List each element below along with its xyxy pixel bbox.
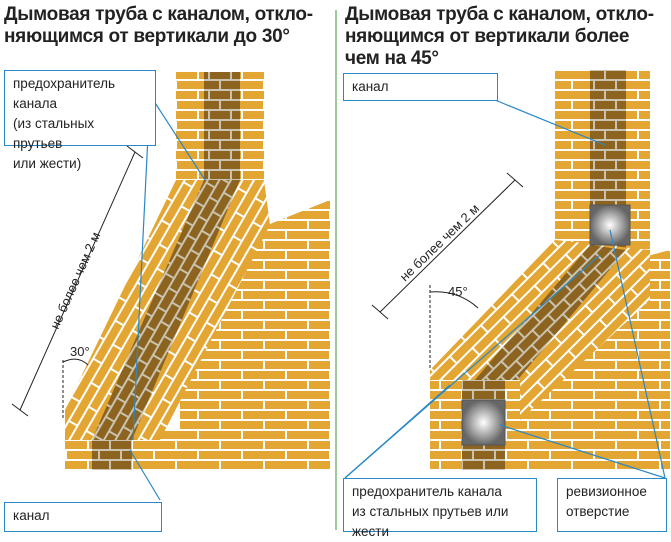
left-channel-label-box: канал [4, 502, 162, 532]
left-slanted-channel [92, 180, 240, 440]
right-title-line: Дымовая труба с каналом, откло- [345, 4, 654, 25]
left-title-line: няющимся от вертикали до 30° [4, 26, 290, 47]
label-text: канал [352, 79, 389, 94]
left-dimension [11, 145, 144, 420]
right-title-line: чем на 45° [345, 48, 439, 69]
revision-label-box: ревизионное отверстие [557, 478, 667, 532]
right-callout-lines [344, 99, 666, 479]
label-line: предохранитель канала [13, 76, 116, 111]
label-line: отверстие [566, 504, 630, 519]
left-upper-channel [204, 72, 240, 182]
left-title: Дымовая труба с каналом, откло- няющимся… [4, 4, 313, 48]
label-line: предохранитель канала [352, 484, 502, 499]
right-channel-label-box: канал [343, 73, 498, 101]
label-line: (из стальных прутьев [13, 116, 95, 151]
right-upper-revision-opening [589, 204, 631, 246]
left-title-line: Дымовая труба с каналом, откло- [4, 4, 313, 25]
right-lower-revision-opening [461, 399, 506, 446]
right-title: Дымовая труба с каналом, откло- няющимся… [345, 4, 654, 70]
right-slanted-channel [462, 245, 626, 395]
left-guard-label-box: предохранитель канала (из стальных пруть… [4, 70, 156, 171]
right-guard-label-box: предохранитель канала из стальных прутье… [343, 478, 537, 539]
left-dimension-label: не более чем 2 м [47, 230, 103, 332]
label-line: ревизионное [566, 484, 647, 499]
right-title-line: няющимся от вертикали более [345, 26, 630, 47]
label-line: или жести) [13, 156, 82, 171]
left-chimney [65, 72, 330, 470]
left-callout-lines [129, 94, 206, 501]
left-angle-label: 30° [70, 344, 90, 359]
right-dimension [371, 172, 524, 370]
right-dimension-label: не более чем 2 м [397, 201, 483, 284]
right-chimney [430, 70, 670, 470]
label-text: канал [13, 508, 50, 523]
label-line: из стальных прутьев или жести [352, 504, 509, 539]
right-angle-label: 45° [448, 284, 468, 299]
